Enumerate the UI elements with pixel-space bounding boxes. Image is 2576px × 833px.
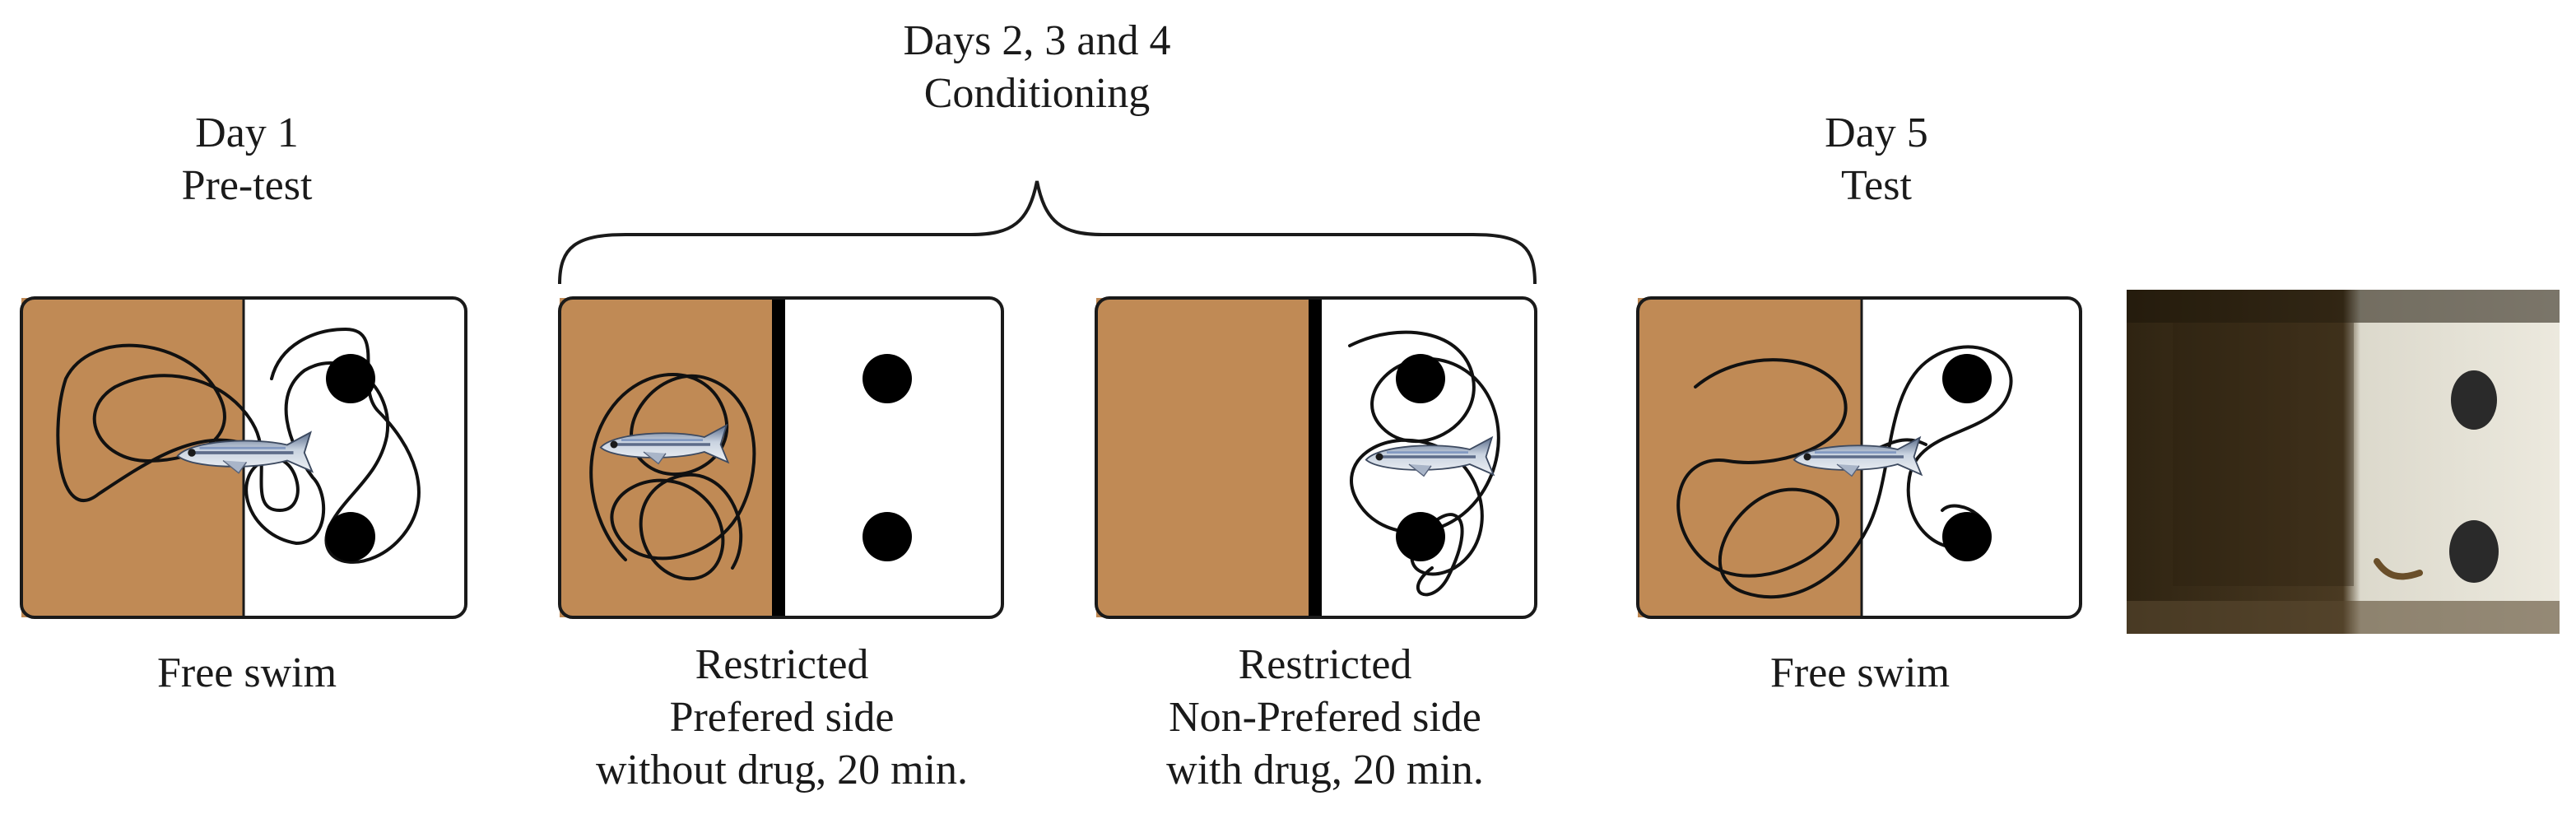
day5-caption: Free swim	[1704, 647, 2016, 700]
day1-heading-line1: Day 1	[195, 109, 299, 156]
conditioning-heading: Days 2, 3 and 4 Conditioning	[823, 15, 1251, 120]
day1-heading-line2: Pre-test	[181, 162, 313, 209]
day1-heading: Day 1 Pre-test	[123, 107, 370, 212]
photo-of-tank	[2127, 290, 2560, 634]
day1-caption: Free swim	[91, 647, 403, 700]
day1-dot-bottom	[326, 512, 375, 561]
day1-swim-path	[56, 327, 421, 564]
day5-dot-top	[1942, 354, 1992, 403]
day1-tank	[20, 296, 467, 619]
conditioning-heading-line1: Days 2, 3 and 4	[903, 17, 1171, 64]
bracket-icon	[558, 180, 1537, 285]
nonpreferred-caption: Restricted Non-Prefered side with drug, …	[1053, 639, 1597, 797]
day5-heading: Day 5 Test	[1753, 107, 2000, 212]
restricted-nonpreferred-tank	[1095, 296, 1537, 619]
day5-heading-line2: Test	[1841, 162, 1912, 209]
day5-caption-line1: Free swim	[1769, 649, 1951, 696]
day1-dot-top	[326, 354, 375, 403]
nonpreferred-dot-bottom	[1396, 512, 1445, 561]
preferred-caption: Restricted Prefered side without drug, 2…	[510, 639, 1053, 797]
nonpreferred-caption-line3: with drug, 20 min.	[1166, 747, 1484, 793]
preferred-dot-bottom	[863, 512, 912, 561]
day1-caption-line1: Free swim	[156, 649, 337, 696]
preferred-caption-line3: without drug, 20 min.	[595, 747, 969, 793]
preferred-dot-top	[863, 354, 912, 403]
preferred-caption-line1: Restricted	[695, 641, 869, 688]
restricted-preferred-tank	[558, 296, 1004, 619]
nonpreferred-caption-line2: Non-Prefered side	[1169, 694, 1481, 741]
nonpreferred-caption-line1: Restricted	[1238, 641, 1412, 688]
day5-heading-line1: Day 5	[1825, 109, 1928, 156]
preferred-caption-line2: Prefered side	[669, 694, 895, 741]
day5-dot-bottom	[1942, 512, 1992, 561]
day5-tank	[1636, 296, 2082, 619]
preferred-swim-path	[589, 373, 756, 580]
conditioning-heading-line2: Conditioning	[923, 70, 1151, 117]
nonpreferred-dot-top	[1396, 354, 1445, 403]
